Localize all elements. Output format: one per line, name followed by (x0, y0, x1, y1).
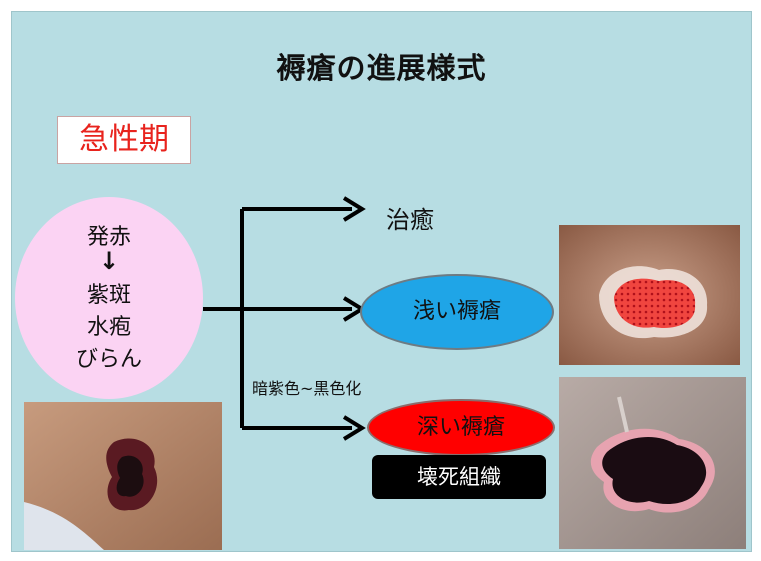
outcome-deep-ulcer: 深い褥瘡 (367, 399, 555, 456)
necrotic-tissue-label: 壊死組織 (372, 455, 546, 499)
shallow-ulcer-photo (559, 225, 740, 365)
outcome-healing: 治癒 (386, 200, 434, 235)
deep-ulcer-photo (559, 377, 746, 549)
outcome-shallow-ulcer: 浅い褥瘡 (360, 274, 554, 350)
early-stage-photo (24, 402, 222, 550)
transition-note: 暗紫色~黒色化 (252, 375, 361, 399)
slide: 褥瘡の進展様式 急性期 発赤 ↓ 紫斑 水疱 びらん 治癒 浅い褥瘡 暗紫色~黒… (11, 11, 752, 552)
